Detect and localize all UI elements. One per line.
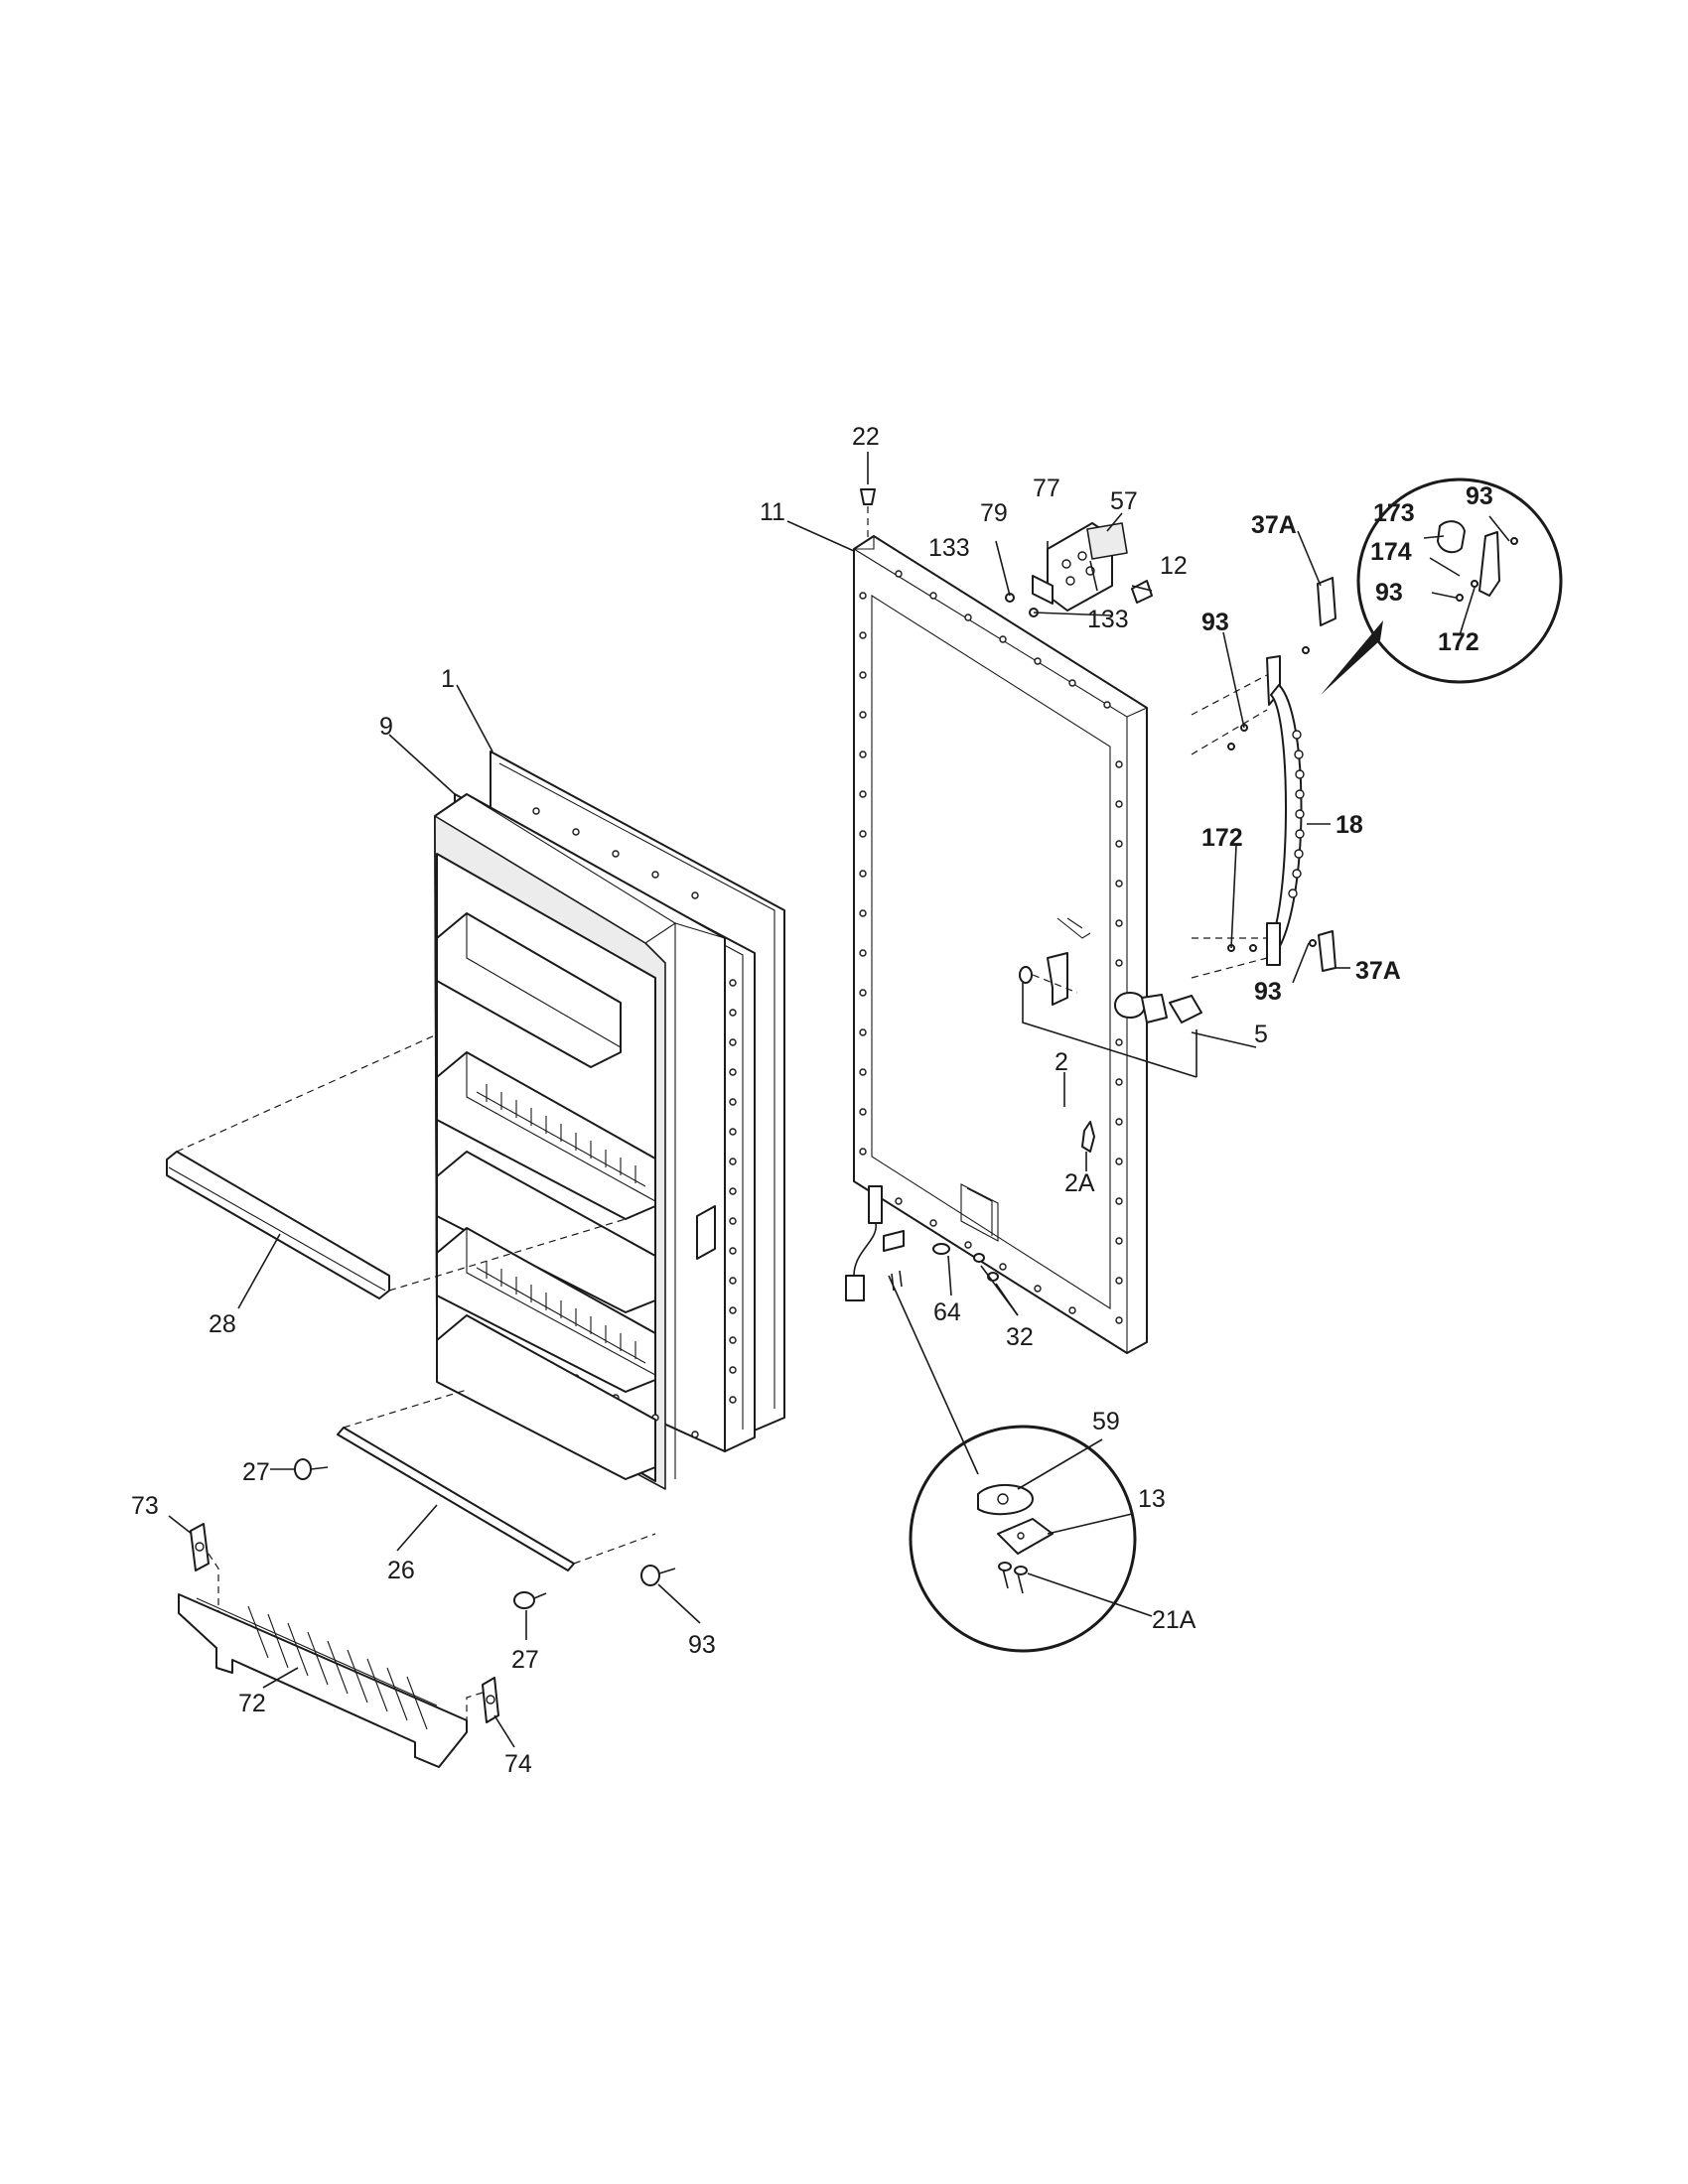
door-outer-panel-11 [853, 535, 1148, 1354]
rail-bracket-74 [466, 1677, 499, 1732]
callout-labels: 1 9 28 27 26 27 93 73 72 74 22 11 77 57 … [131, 423, 1493, 1778]
handle-cap-37a-upper [1317, 577, 1336, 626]
callout-72: 72 [238, 1690, 266, 1717]
callout-22: 22 [852, 423, 880, 451]
leader-lines [168, 452, 1510, 1748]
callout-9: 9 [379, 713, 393, 741]
callout-1: 1 [441, 665, 455, 693]
callout-93: 93 [1254, 978, 1282, 1006]
bottom-bar-26 [337, 1389, 656, 1571]
callout-32: 32 [1006, 1323, 1034, 1351]
bottom-hinge-hardware [845, 1185, 999, 1475]
callout-2a: 2A [1064, 1169, 1095, 1197]
callout-133: 133 [1087, 606, 1129, 633]
callout-93: 93 [1466, 482, 1493, 510]
screw-27-lower [513, 1591, 547, 1609]
screw-93-lower [640, 1565, 676, 1586]
callout-37a: 37A [1355, 957, 1401, 985]
lock-assembly [1019, 952, 1202, 1153]
callout-77: 77 [1033, 475, 1060, 502]
callout-27: 27 [242, 1458, 270, 1486]
screw-plug-22 [860, 488, 876, 541]
callout-172: 172 [1201, 824, 1243, 852]
handle-detail-zoom [1321, 478, 1563, 695]
callout-73: 73 [131, 1492, 159, 1520]
bottom-hinge-detail [909, 1425, 1137, 1653]
callout-79: 79 [980, 499, 1008, 527]
callout-173: 173 [1373, 499, 1415, 527]
callout-37a: 37A [1251, 511, 1297, 539]
callout-174: 174 [1370, 538, 1412, 566]
callout-93: 93 [1375, 579, 1403, 607]
callout-27: 27 [511, 1646, 539, 1674]
rail-bracket-73 [190, 1523, 219, 1628]
screw-27-upper [294, 1458, 329, 1480]
callout-172: 172 [1438, 628, 1479, 656]
callout-21a: 21A [1152, 1606, 1196, 1634]
shelf-bar-28 [166, 1033, 627, 1299]
callout-74: 74 [504, 1750, 532, 1778]
callout-59: 59 [1092, 1408, 1120, 1435]
door-shelves [436, 912, 656, 1480]
top-hinge-group [1005, 522, 1153, 617]
callout-12: 12 [1160, 552, 1188, 580]
callout-13: 13 [1138, 1485, 1166, 1513]
panel-screw-holes [859, 570, 1123, 1324]
door-liner-assembly [434, 751, 785, 1490]
callout-93: 93 [1201, 609, 1229, 636]
callout-26: 26 [387, 1557, 415, 1584]
callout-133: 133 [928, 534, 970, 562]
callout-28: 28 [209, 1310, 236, 1338]
callout-11: 11 [760, 498, 785, 526]
callout-93: 93 [688, 1631, 716, 1659]
callout-57: 57 [1110, 487, 1138, 515]
callout-64: 64 [933, 1298, 961, 1326]
shelf-grid-hatching [476, 1084, 646, 1364]
callout-5: 5 [1254, 1021, 1268, 1048]
wire-rail-72 [178, 1593, 468, 1768]
handle-cap-37a-lower [1318, 930, 1336, 972]
callout-18: 18 [1336, 811, 1363, 839]
handle-18 [1191, 646, 1317, 979]
callout-2: 2 [1055, 1048, 1068, 1076]
